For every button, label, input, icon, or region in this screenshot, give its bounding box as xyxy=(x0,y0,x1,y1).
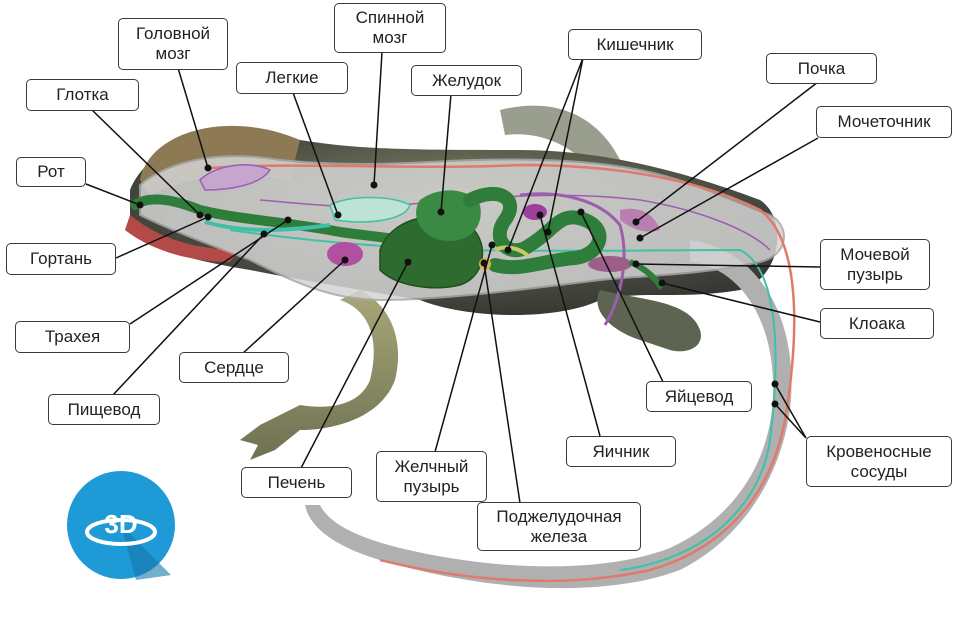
leader-dots xyxy=(136,164,779,408)
kidney-organ xyxy=(620,208,660,232)
label-lungs: Легкие xyxy=(236,62,348,94)
lizard-jaw xyxy=(125,215,240,262)
hind-leg xyxy=(597,290,701,352)
3d-rotate-icon[interactable]: 3D xyxy=(66,470,176,580)
label-ovary: Яичник xyxy=(566,436,676,467)
leader-lines xyxy=(85,51,821,504)
intestine-organ xyxy=(463,186,607,275)
label-oviduct: Яйцевод xyxy=(646,381,752,412)
ovary-organ xyxy=(523,204,547,220)
lungs-organ xyxy=(329,196,411,223)
label-stomach: Желудок xyxy=(411,65,522,96)
label-ureter: Мочеточник xyxy=(816,106,952,138)
label-mouth: Рот xyxy=(16,157,86,187)
heart-organ xyxy=(327,242,363,266)
esophagus-organ xyxy=(130,194,405,245)
trachea-organ xyxy=(204,220,331,232)
label-liver: Печень xyxy=(241,467,352,498)
label-trachea: Трахея xyxy=(15,321,130,353)
label-larynx: Гортань xyxy=(6,243,116,275)
tail xyxy=(305,240,792,589)
label-pharynx: Глотка xyxy=(26,79,139,111)
bladder-organ xyxy=(588,256,632,272)
label-kidney: Почка xyxy=(766,53,877,84)
badge-text: 3D xyxy=(104,509,137,539)
spinal-cord xyxy=(209,163,796,583)
label-cloaca: Клоака xyxy=(820,308,934,339)
label-esophagus: Пищевод xyxy=(48,394,160,425)
front-leg xyxy=(240,290,399,460)
pancreas-organ xyxy=(494,245,530,258)
label-heart: Сердце xyxy=(179,352,289,383)
brain-organ xyxy=(199,164,272,191)
label-intestine: Кишечник xyxy=(568,29,702,60)
